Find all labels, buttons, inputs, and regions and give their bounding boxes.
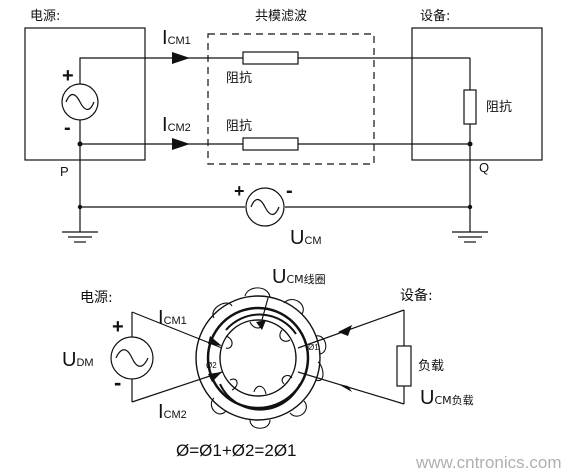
ucm-coil-label: UCM线圈 <box>272 266 326 288</box>
device-wire-top <box>297 309 405 349</box>
node-q-ground-dot <box>467 204 473 210</box>
node-q-label: Q <box>479 160 489 175</box>
load-label: 负载 <box>418 359 444 374</box>
top-plus-sign: + <box>62 65 74 87</box>
load-resistor <box>396 345 412 387</box>
udm-minus-sign: - <box>114 370 121 395</box>
icm1-label: ICM1 <box>162 27 191 49</box>
top-diagram <box>24 27 543 243</box>
device-resistor <box>463 89 477 125</box>
icm1-arrow <box>172 52 190 64</box>
icm1-bottom-arrow <box>208 336 222 346</box>
flux-arc-top <box>225 313 297 335</box>
ucm-label: UCM <box>290 227 322 249</box>
device-wire-bottom <box>297 371 405 405</box>
ucm-plus-sign: + <box>234 181 245 201</box>
bottom-diagram <box>110 287 412 429</box>
watermark: www.cntronics.com <box>415 453 561 472</box>
filter-box <box>207 33 375 165</box>
icm2-label: ICM2 <box>162 114 191 136</box>
top-source-label: 电源: <box>30 9 60 24</box>
udm-label: UDM <box>62 349 94 371</box>
ucm-source-circle <box>245 187 285 227</box>
ucm-load-label: UCM负载 <box>420 387 474 409</box>
top-device-label: 设备: <box>420 8 450 24</box>
bottom-icm1-label: ICM1 <box>158 307 187 329</box>
icm2-arrow <box>172 138 190 150</box>
sine-icon <box>115 349 149 367</box>
source-wire-bottom <box>131 371 223 403</box>
source-wire-top <box>131 311 223 349</box>
top-filter-label: 共模滤波 <box>255 9 307 24</box>
sine-icon <box>65 93 95 111</box>
bottom-device-label: 设备: <box>400 287 433 304</box>
device-bottom-arrow <box>338 384 352 392</box>
ground-symbol-right <box>452 231 488 243</box>
node-p-ground-dot <box>77 204 83 210</box>
filter-resistor-top <box>242 51 299 65</box>
phi2-label: Ø2 <box>206 361 217 370</box>
bottom-icm2-label: ICM2 <box>158 401 187 423</box>
device-top-arrow <box>338 325 352 336</box>
filter-resistor-bottom <box>242 137 299 151</box>
phi1-label: Ø1 <box>308 343 319 352</box>
source-box <box>24 27 146 161</box>
node-q-dot <box>467 141 473 147</box>
sine-icon <box>250 198 280 216</box>
device-box <box>411 27 543 161</box>
filter-impedance-top-label: 阻抗 <box>226 71 252 86</box>
node-p-label: P <box>60 164 69 179</box>
filter-impedance-bottom-label: 阻抗 <box>226 119 252 134</box>
ground-symbol-left <box>62 231 98 243</box>
node-p-dot <box>77 141 83 147</box>
icm2-bottom-arrow <box>208 372 222 382</box>
toroid-windings <box>210 287 327 429</box>
toroid-outer <box>195 295 321 421</box>
ucm-coil-pointer <box>261 297 269 321</box>
ucm-coil-arrow <box>256 320 266 330</box>
toroid-inner <box>219 319 297 397</box>
bottom-source-label: 电源: <box>80 290 113 306</box>
top-wire <box>79 57 243 84</box>
udm-plus-sign: + <box>112 316 124 338</box>
flux-formula: Ø=Ø1+Ø2=2Ø1 <box>176 441 297 460</box>
top-minus-sign: - <box>64 117 71 139</box>
toroid-mid <box>206 306 310 410</box>
flux-arc-bottom <box>219 383 301 411</box>
ucm-minus-sign: - <box>286 180 293 202</box>
device-impedance-label: 阻抗 <box>486 100 512 115</box>
